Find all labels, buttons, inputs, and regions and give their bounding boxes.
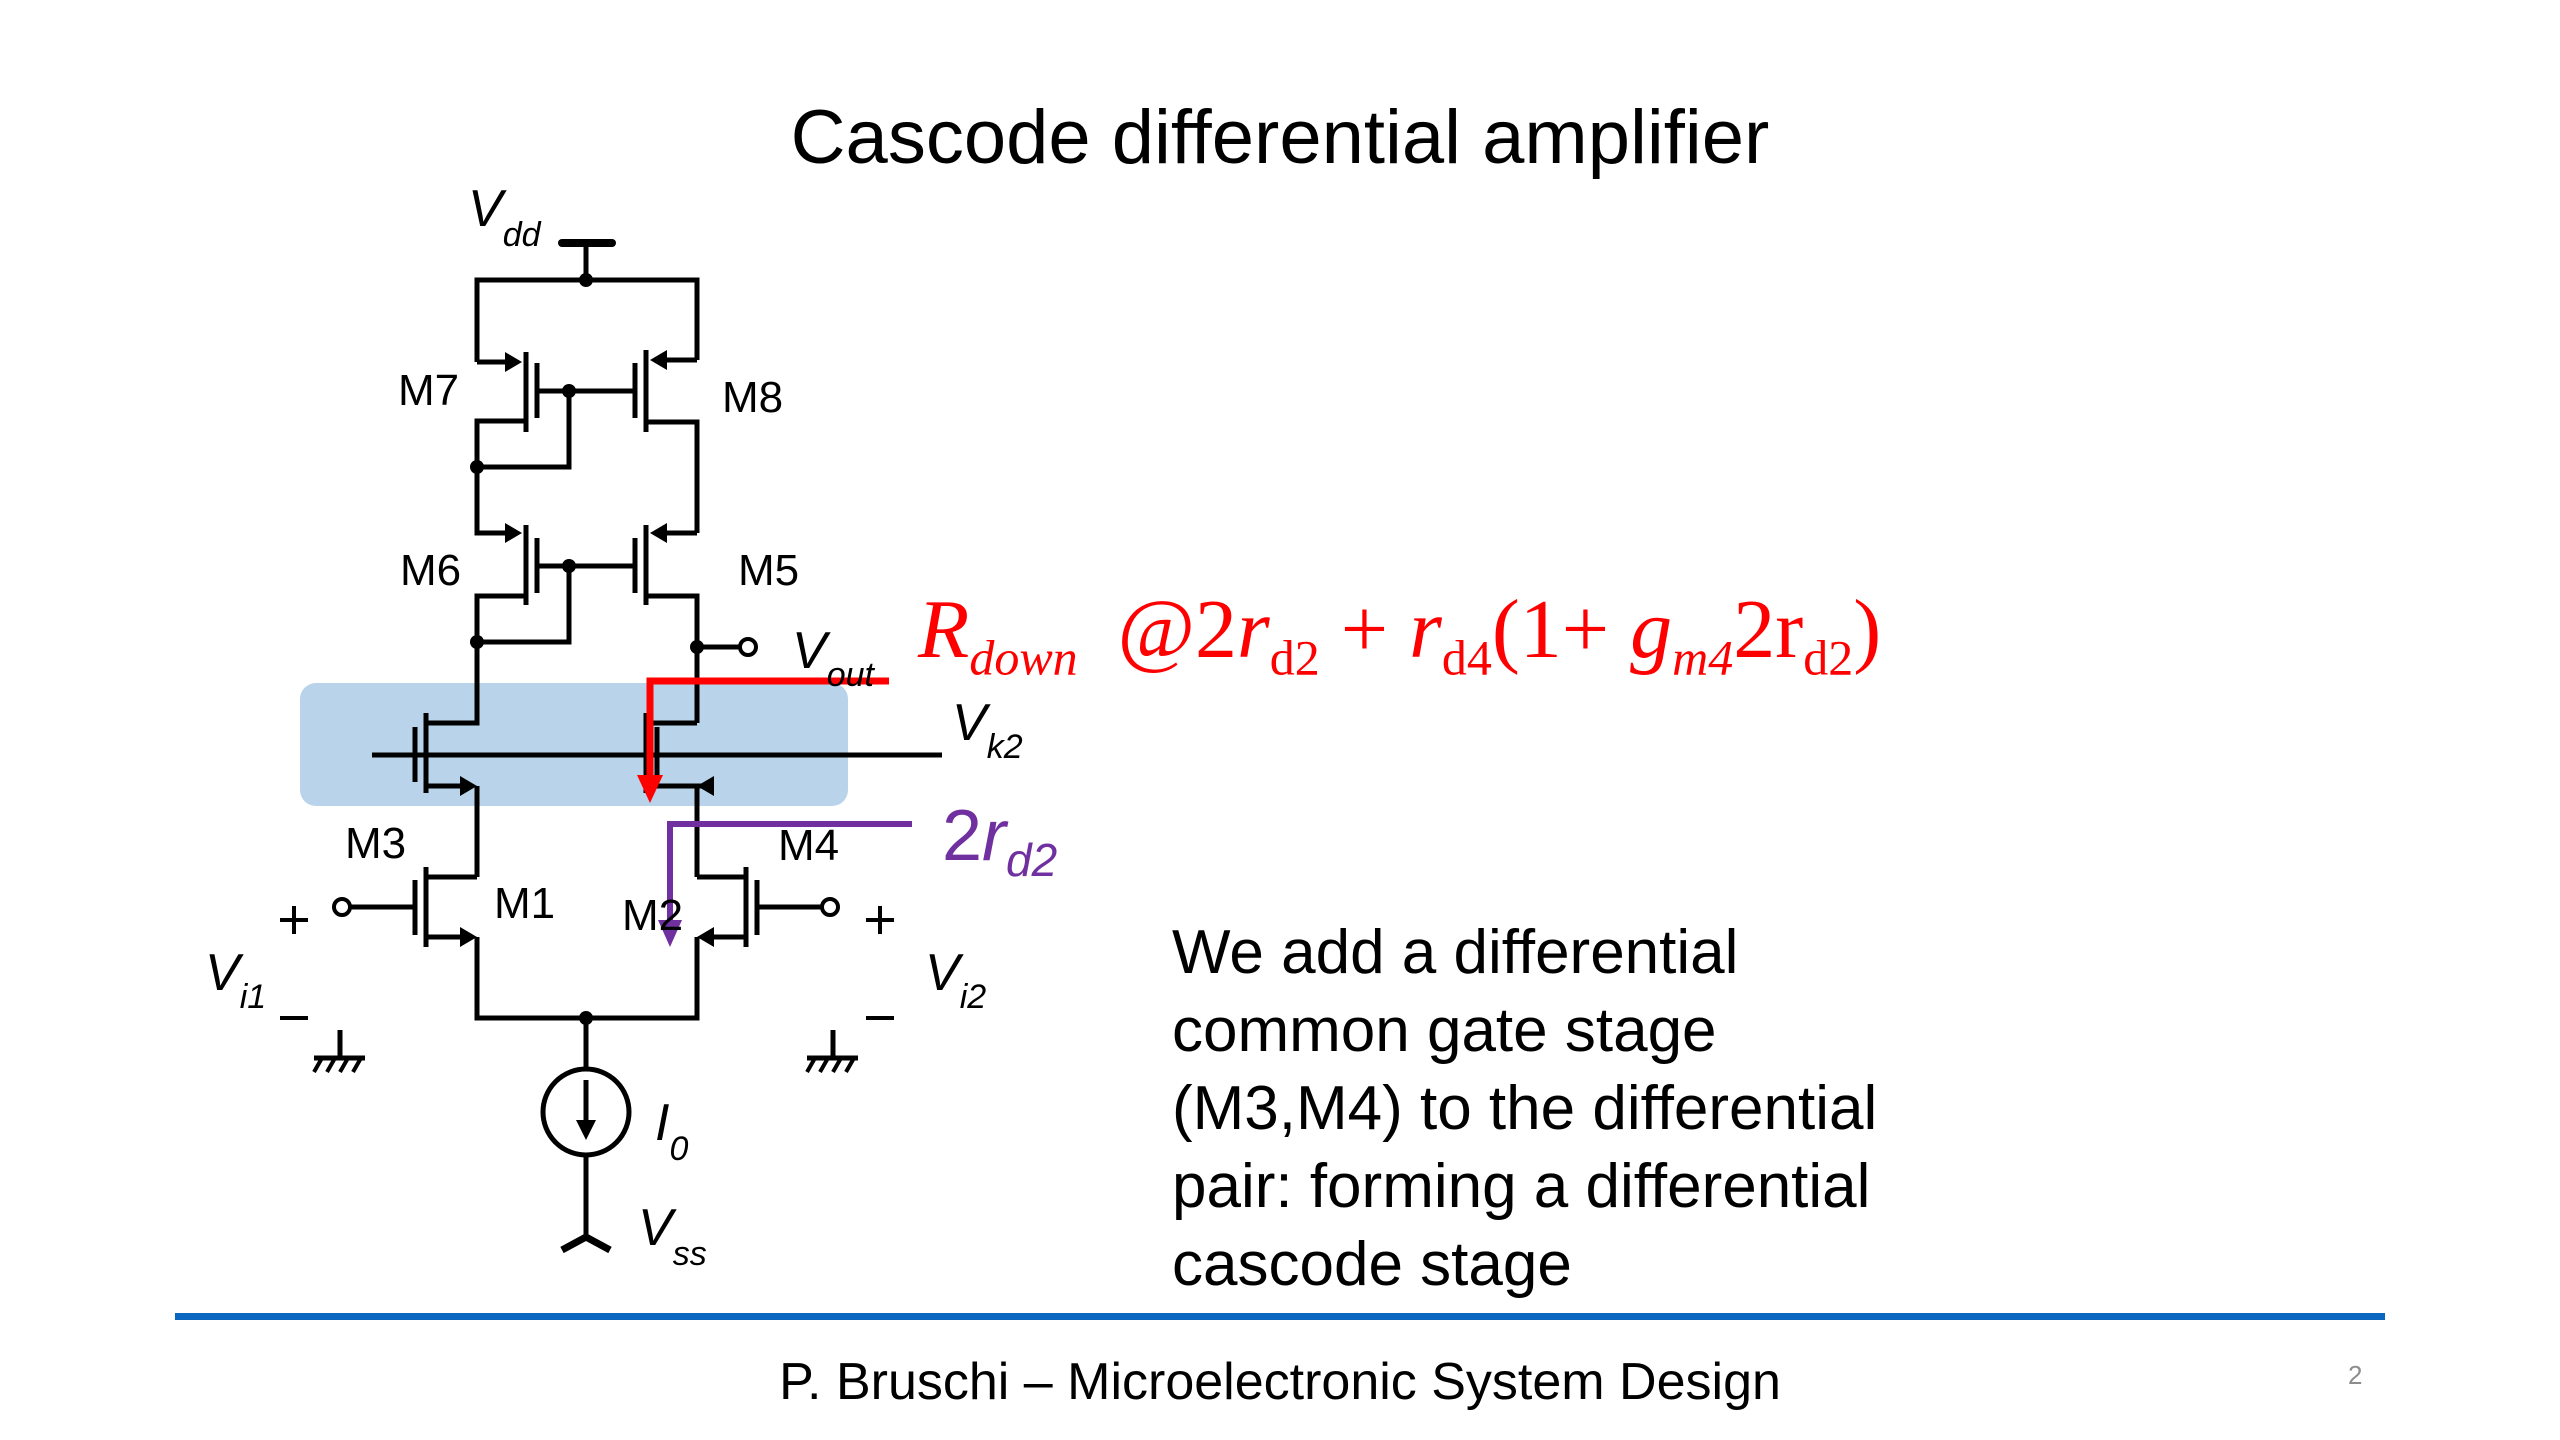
formula-coef: 2 <box>1195 583 1238 676</box>
junction-dots <box>470 273 704 1025</box>
m7-source-arrow <box>505 352 522 372</box>
vk2-label: Vk2 <box>952 694 1023 766</box>
m6-source-arrow <box>505 523 522 543</box>
current-arrow <box>576 1120 596 1140</box>
label-m4: M4 <box>778 821 839 870</box>
vi2-label: Vi2 <box>925 944 986 1016</box>
rdown-formula: Rdown@2rd2 + rd4(1+ gm42rd2) <box>918 583 1882 686</box>
vout-label: Vout <box>792 622 876 694</box>
vout-terminal <box>738 637 758 657</box>
m5-source-arrow <box>650 523 667 543</box>
i0-label: I0 <box>655 1094 688 1168</box>
vdd-label: Vdd <box>468 180 542 254</box>
body-line: (M3,M4) to the differential <box>1172 1074 1878 1143</box>
rd2-annotation: 2rd2 <box>942 796 1058 887</box>
vi1-terminal <box>332 897 352 917</box>
body-text: We add a differential common gate stage … <box>1172 914 2072 1304</box>
body-line: cascode stage <box>1172 1230 1572 1299</box>
m2-source-arrow <box>697 927 714 947</box>
m3-source-arrow <box>460 776 477 796</box>
body-line: common gate stage <box>1172 996 1717 1065</box>
m1-source-arrow <box>460 927 477 947</box>
slide-title: Cascode differential amplifier <box>790 95 1770 180</box>
wires <box>280 239 942 1254</box>
m4-source-arrow <box>697 776 714 796</box>
footer-text: P. Bruschi – Microelectronic System Desi… <box>779 1353 1781 1411</box>
body-line: pair: forming a differential <box>1172 1152 1871 1221</box>
cascode-highlight-box <box>300 683 848 806</box>
mosfet-arrows <box>460 350 714 1140</box>
vss-symbol <box>560 1233 612 1254</box>
label-m6: M6 <box>400 546 461 595</box>
label-m7: M7 <box>398 366 459 415</box>
label-m3: M3 <box>345 819 406 868</box>
label-m5: M5 <box>738 546 799 595</box>
vss-label: Vss <box>638 1199 707 1273</box>
terminals <box>332 637 840 917</box>
page-number: 2 <box>2348 1360 2363 1390</box>
label-m1: M1 <box>494 879 555 928</box>
m8-source-arrow <box>650 350 667 370</box>
body-line: We add a differential <box>1172 918 1739 987</box>
footer-divider <box>175 1313 2385 1320</box>
vi2-terminal <box>820 897 840 917</box>
label-m2: M2 <box>622 891 683 940</box>
label-m8: M8 <box>722 373 783 422</box>
vi1-label: Vi1 <box>205 944 266 1016</box>
rd2-path <box>658 821 912 947</box>
rdown-path <box>637 677 889 803</box>
